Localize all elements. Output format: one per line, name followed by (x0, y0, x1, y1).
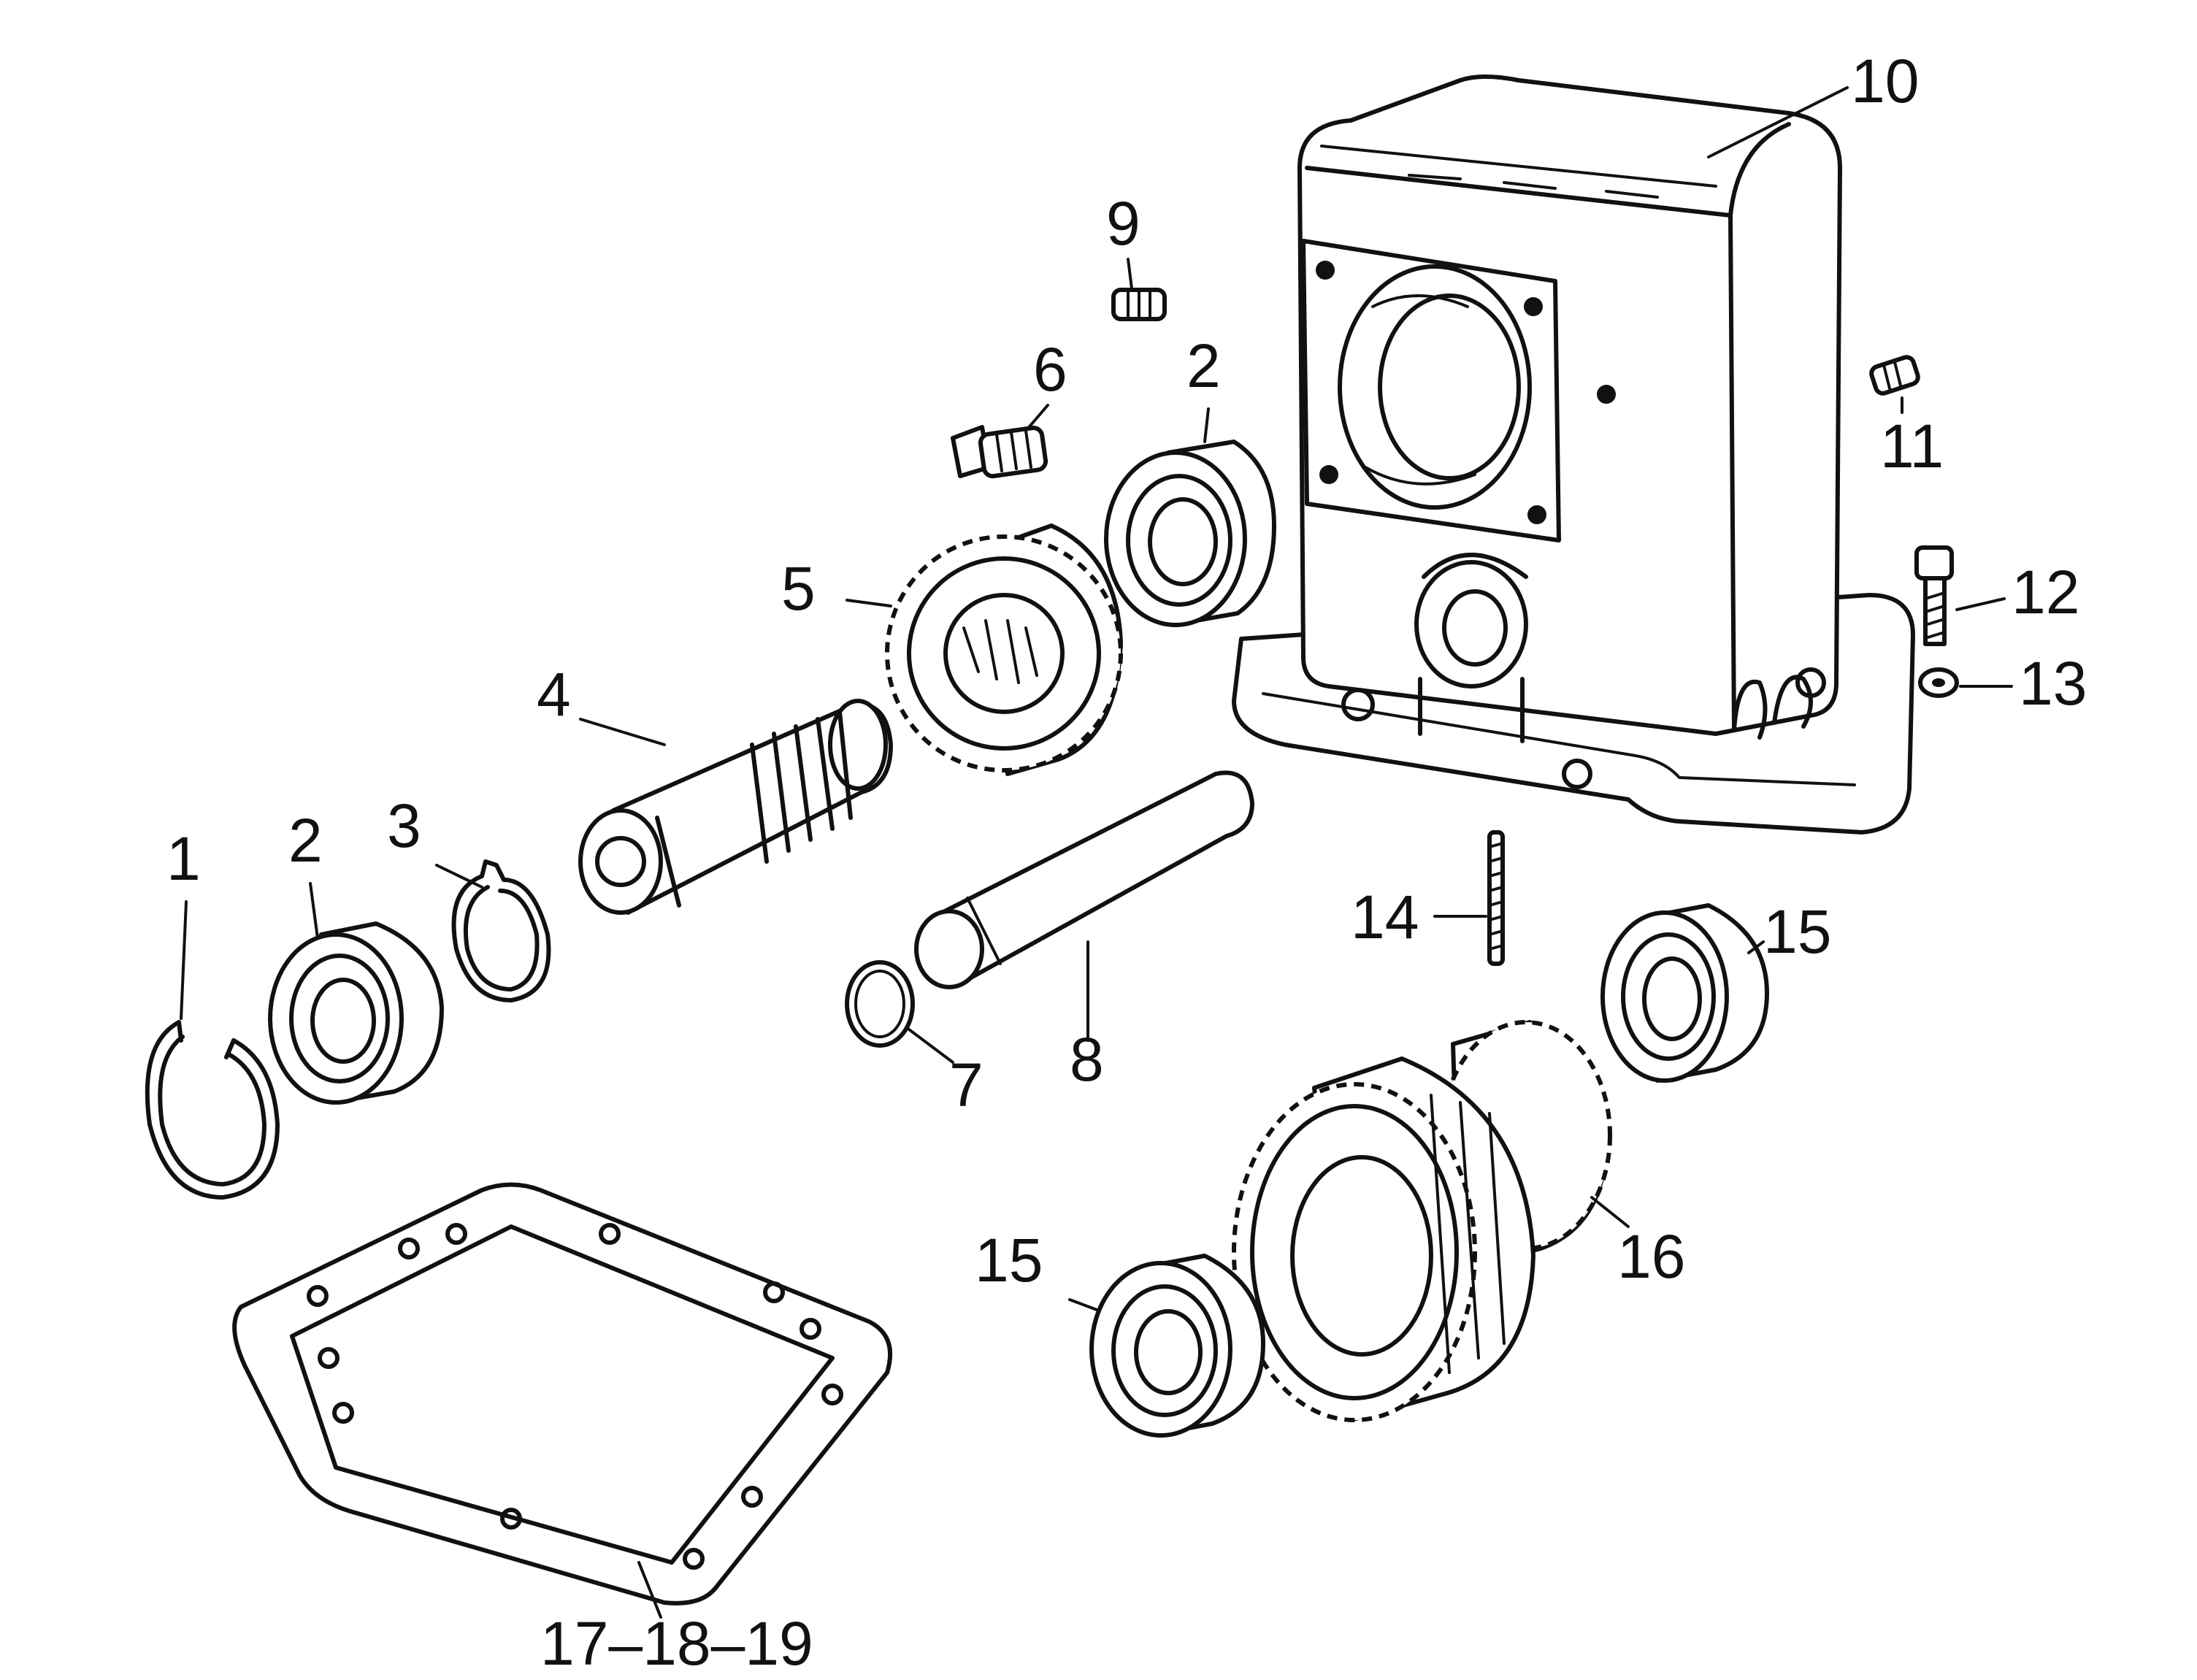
gasket-part-17-18-19 (232, 1182, 893, 1606)
plug-part-11 (1869, 355, 1920, 396)
callout-9: 9 (1106, 189, 1140, 258)
callout-16: 16 (1617, 1222, 1685, 1291)
callout-2-lower: 2 (288, 806, 323, 875)
callout-17-18-19: 17–18–19 (540, 1609, 813, 1678)
callout-4: 4 (537, 660, 571, 729)
snap-ring-part-3 (451, 859, 551, 1002)
housing-part-10 (1232, 74, 1915, 835)
callout-labels: 1 2 3 4 5 6 2 9 10 11 12 13 14 15 15 16 … (166, 47, 2087, 1678)
callout-6: 6 (1033, 335, 1067, 404)
callout-3: 3 (387, 791, 421, 860)
callout-14: 14 (1351, 883, 1419, 951)
plug-part-6 (951, 425, 1048, 479)
o-ring-part-7 (845, 960, 915, 1048)
shaft-part-4 (578, 699, 893, 915)
callout-15-upper: 15 (1763, 897, 1831, 966)
bearing-part-15-upper (1600, 903, 1769, 1083)
stud-part-14 (1487, 830, 1505, 966)
bearing-part-2-lower (268, 921, 444, 1105)
callout-12: 12 (2012, 558, 2079, 626)
callout-7: 7 (949, 1051, 984, 1119)
bearing-part-15-lower (1089, 1254, 1265, 1438)
callout-13: 13 (2019, 649, 2087, 718)
plug-part-9 (1111, 288, 1167, 321)
bolt-part-12 (1914, 545, 1954, 646)
callout-2-upper: 2 (1186, 331, 1221, 400)
bearing-part-2-upper (1104, 440, 1276, 627)
callout-1: 1 (166, 824, 201, 893)
callout-15-lower: 15 (975, 1226, 1043, 1294)
leader-lines (180, 86, 2013, 1619)
circlip-part-1 (145, 1020, 280, 1200)
callout-11: 11 (1880, 412, 1944, 480)
callout-5: 5 (781, 554, 816, 623)
callout-10: 10 (1851, 47, 1919, 115)
cluster-gear-part-16 (1232, 1020, 1612, 1422)
pin-part-8 (914, 770, 1254, 989)
gear-part-5 (885, 523, 1123, 776)
callout-8: 8 (1070, 1025, 1104, 1094)
washer-part-13 (1918, 667, 1959, 698)
